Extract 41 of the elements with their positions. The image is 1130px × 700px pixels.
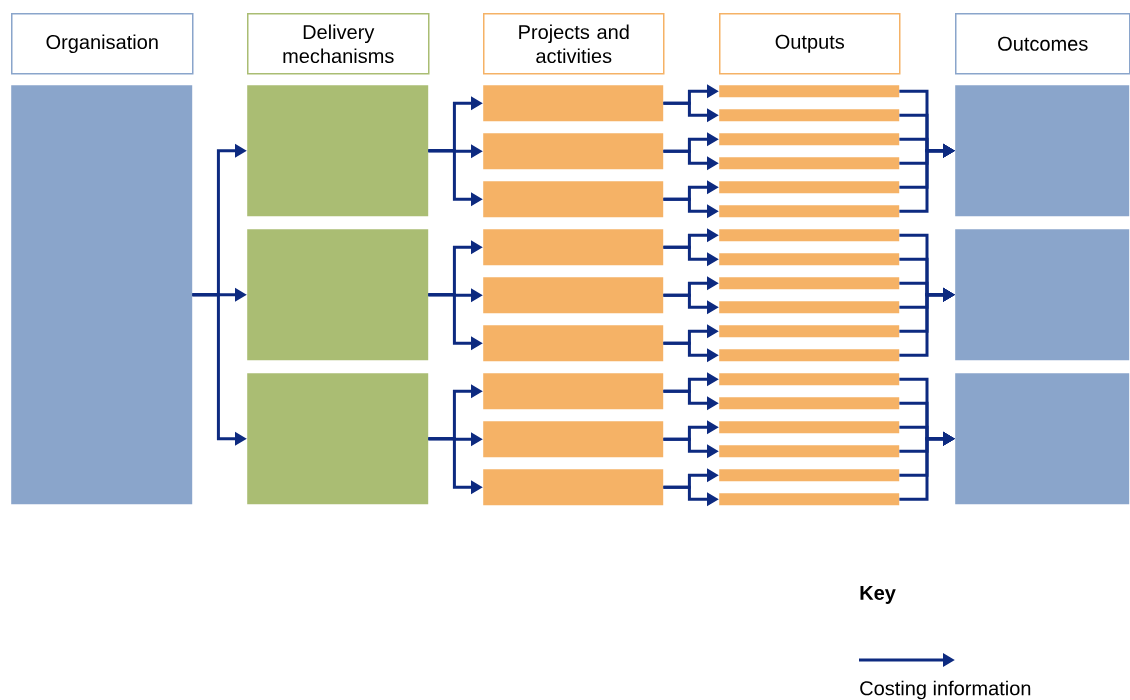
output-bar: [719, 277, 900, 290]
header-box: Delivery mechanisms: [247, 13, 430, 75]
block: [955, 229, 1130, 361]
output-bar: [719, 181, 900, 194]
key-heading: Key: [860, 586, 896, 604]
block: [955, 373, 1130, 505]
output-bar: [719, 397, 900, 410]
block: [247, 85, 429, 217]
header-box: Outcomes: [955, 13, 1130, 75]
block: [483, 277, 664, 314]
output-bar: [719, 301, 900, 314]
block: [483, 325, 664, 362]
block: [11, 85, 193, 505]
header-box: Organisation: [11, 13, 194, 75]
block: [483, 421, 664, 458]
output-bar: [719, 373, 900, 386]
output-bar: [719, 229, 900, 242]
block: [483, 229, 664, 266]
block: [483, 133, 664, 170]
block: [483, 181, 664, 218]
legend-text: Costing information: [860, 680, 1031, 700]
block: [483, 469, 664, 506]
output-bar: [719, 325, 900, 338]
block: [483, 373, 664, 410]
block: [247, 229, 429, 361]
output-bar: [719, 445, 900, 458]
block: [955, 85, 1130, 217]
output-bar: [719, 421, 900, 434]
output-bar: [719, 493, 900, 506]
output-bar: [719, 157, 900, 170]
output-bar: [719, 253, 900, 266]
block: [483, 85, 664, 122]
output-bar: [719, 205, 900, 218]
output-bar: [719, 469, 900, 482]
output-bar: [719, 85, 900, 98]
output-bar: [719, 109, 900, 122]
header-box: Projects and activities: [483, 13, 665, 75]
header-box: Outputs: [719, 13, 901, 75]
output-bar: [719, 133, 900, 146]
output-bar: [719, 349, 900, 362]
block: [247, 373, 429, 505]
